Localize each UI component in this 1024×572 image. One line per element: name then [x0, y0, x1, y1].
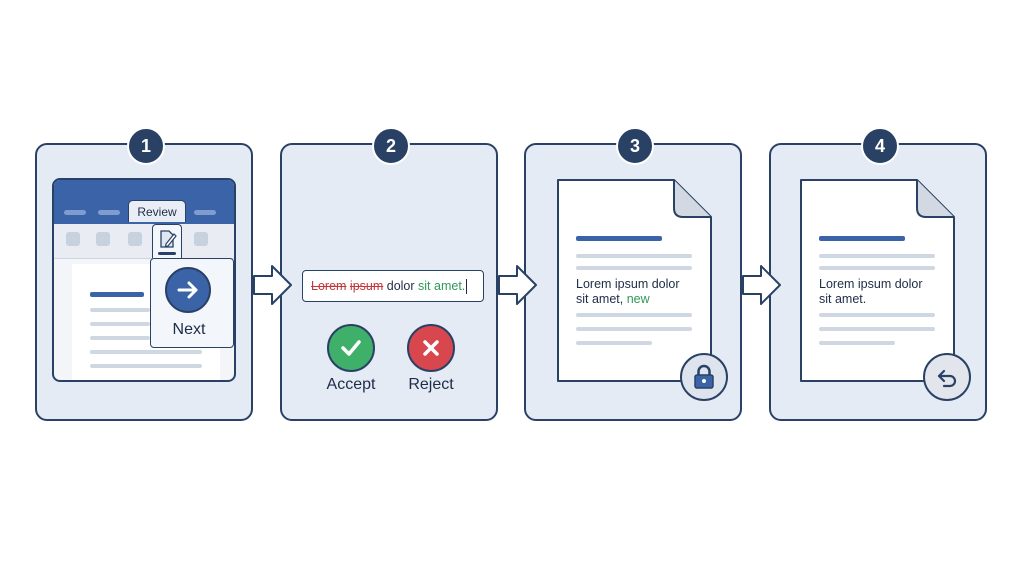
- lock-icon: [694, 364, 714, 389]
- undo-icon: [937, 369, 957, 388]
- undo-button[interactable]: [923, 353, 971, 401]
- doc-text-line: [90, 364, 202, 368]
- doc-text-line: [819, 341, 895, 345]
- ribbon-tab[interactable]: [64, 210, 86, 215]
- next-change-popup: Next: [150, 258, 234, 348]
- toolbar-button[interactable]: [66, 232, 80, 246]
- step-1-badge: 1: [127, 127, 165, 165]
- doc-text-line: [819, 313, 935, 317]
- tab-review-label: Review: [137, 204, 177, 219]
- arrow-right-icon: [253, 265, 292, 305]
- accept-button[interactable]: [327, 324, 375, 372]
- doc-text-line-1: Lorem ipsum dolor: [819, 277, 923, 291]
- doc-text-line: [576, 266, 692, 270]
- step-2-badge: 2: [372, 127, 410, 165]
- doc-text-line: [819, 327, 935, 331]
- toolbar-button[interactable]: [128, 232, 142, 246]
- toolbar-button[interactable]: [96, 232, 110, 246]
- inserted-text: sit amet.: [418, 279, 466, 293]
- doc-text-line: [576, 313, 692, 317]
- tracked-change-text: Lorem ipsum dolor sit amet.: [302, 270, 484, 302]
- doc-heading-line: [90, 292, 144, 297]
- doc-text-line-2: sit amet.: [819, 292, 867, 306]
- ribbon-tab[interactable]: [98, 210, 120, 215]
- arrow-right-icon: [177, 281, 198, 299]
- doc-text-line: [819, 266, 935, 270]
- step-3-badge: 3: [616, 127, 654, 165]
- checkmark-icon: [341, 340, 361, 356]
- doc-text-inserted: new: [626, 292, 650, 306]
- doc-text-line: [819, 254, 935, 258]
- deleted-text: Lorem: [311, 279, 347, 293]
- doc-heading-line: [819, 236, 905, 241]
- doc-text-line-1: Lorem ipsum dolor: [576, 277, 680, 291]
- next-change-label: Next: [172, 321, 206, 338]
- doc-text-line: [576, 327, 692, 331]
- doc-text-line-2: sit amet, new: [576, 292, 680, 307]
- unchanged-text: dolor: [386, 279, 415, 293]
- doc-text-line: [576, 254, 692, 258]
- close-icon: [423, 340, 439, 356]
- track-changes-button[interactable]: [152, 224, 182, 258]
- reject-label: Reject: [408, 376, 454, 393]
- lock-button[interactable]: [680, 353, 728, 401]
- doc-text-line: [90, 322, 150, 326]
- doc-text-line: [90, 308, 150, 312]
- deleted-text: ipsum: [349, 279, 384, 293]
- next-change-button[interactable]: [165, 267, 211, 313]
- doc-text-plain: sit amet,: [576, 292, 624, 306]
- step-4-badge: 4: [861, 127, 899, 165]
- doc-text: Lorem ipsum dolor sit amet, new: [576, 277, 680, 307]
- arrow-right-icon: [742, 265, 781, 305]
- ribbon-bar: Review: [54, 180, 234, 224]
- doc-text: Lorem ipsum dolor sit amet.: [819, 277, 923, 307]
- edit-document-icon: [158, 230, 177, 255]
- toolbar: [54, 224, 234, 259]
- doc-text-line: [90, 350, 202, 354]
- arrow-right-icon: [498, 265, 537, 305]
- doc-heading-line: [576, 236, 662, 241]
- doc-text-line: [90, 336, 150, 340]
- word-processor-window: Review: [52, 178, 236, 382]
- doc-text-line: [576, 341, 652, 345]
- toolbar-button[interactable]: [194, 232, 208, 246]
- text-cursor: [466, 278, 468, 294]
- tab-review[interactable]: Review: [128, 200, 186, 222]
- ribbon-tab[interactable]: [194, 210, 216, 215]
- reject-button[interactable]: [407, 324, 455, 372]
- accept-label: Accept: [326, 376, 376, 393]
